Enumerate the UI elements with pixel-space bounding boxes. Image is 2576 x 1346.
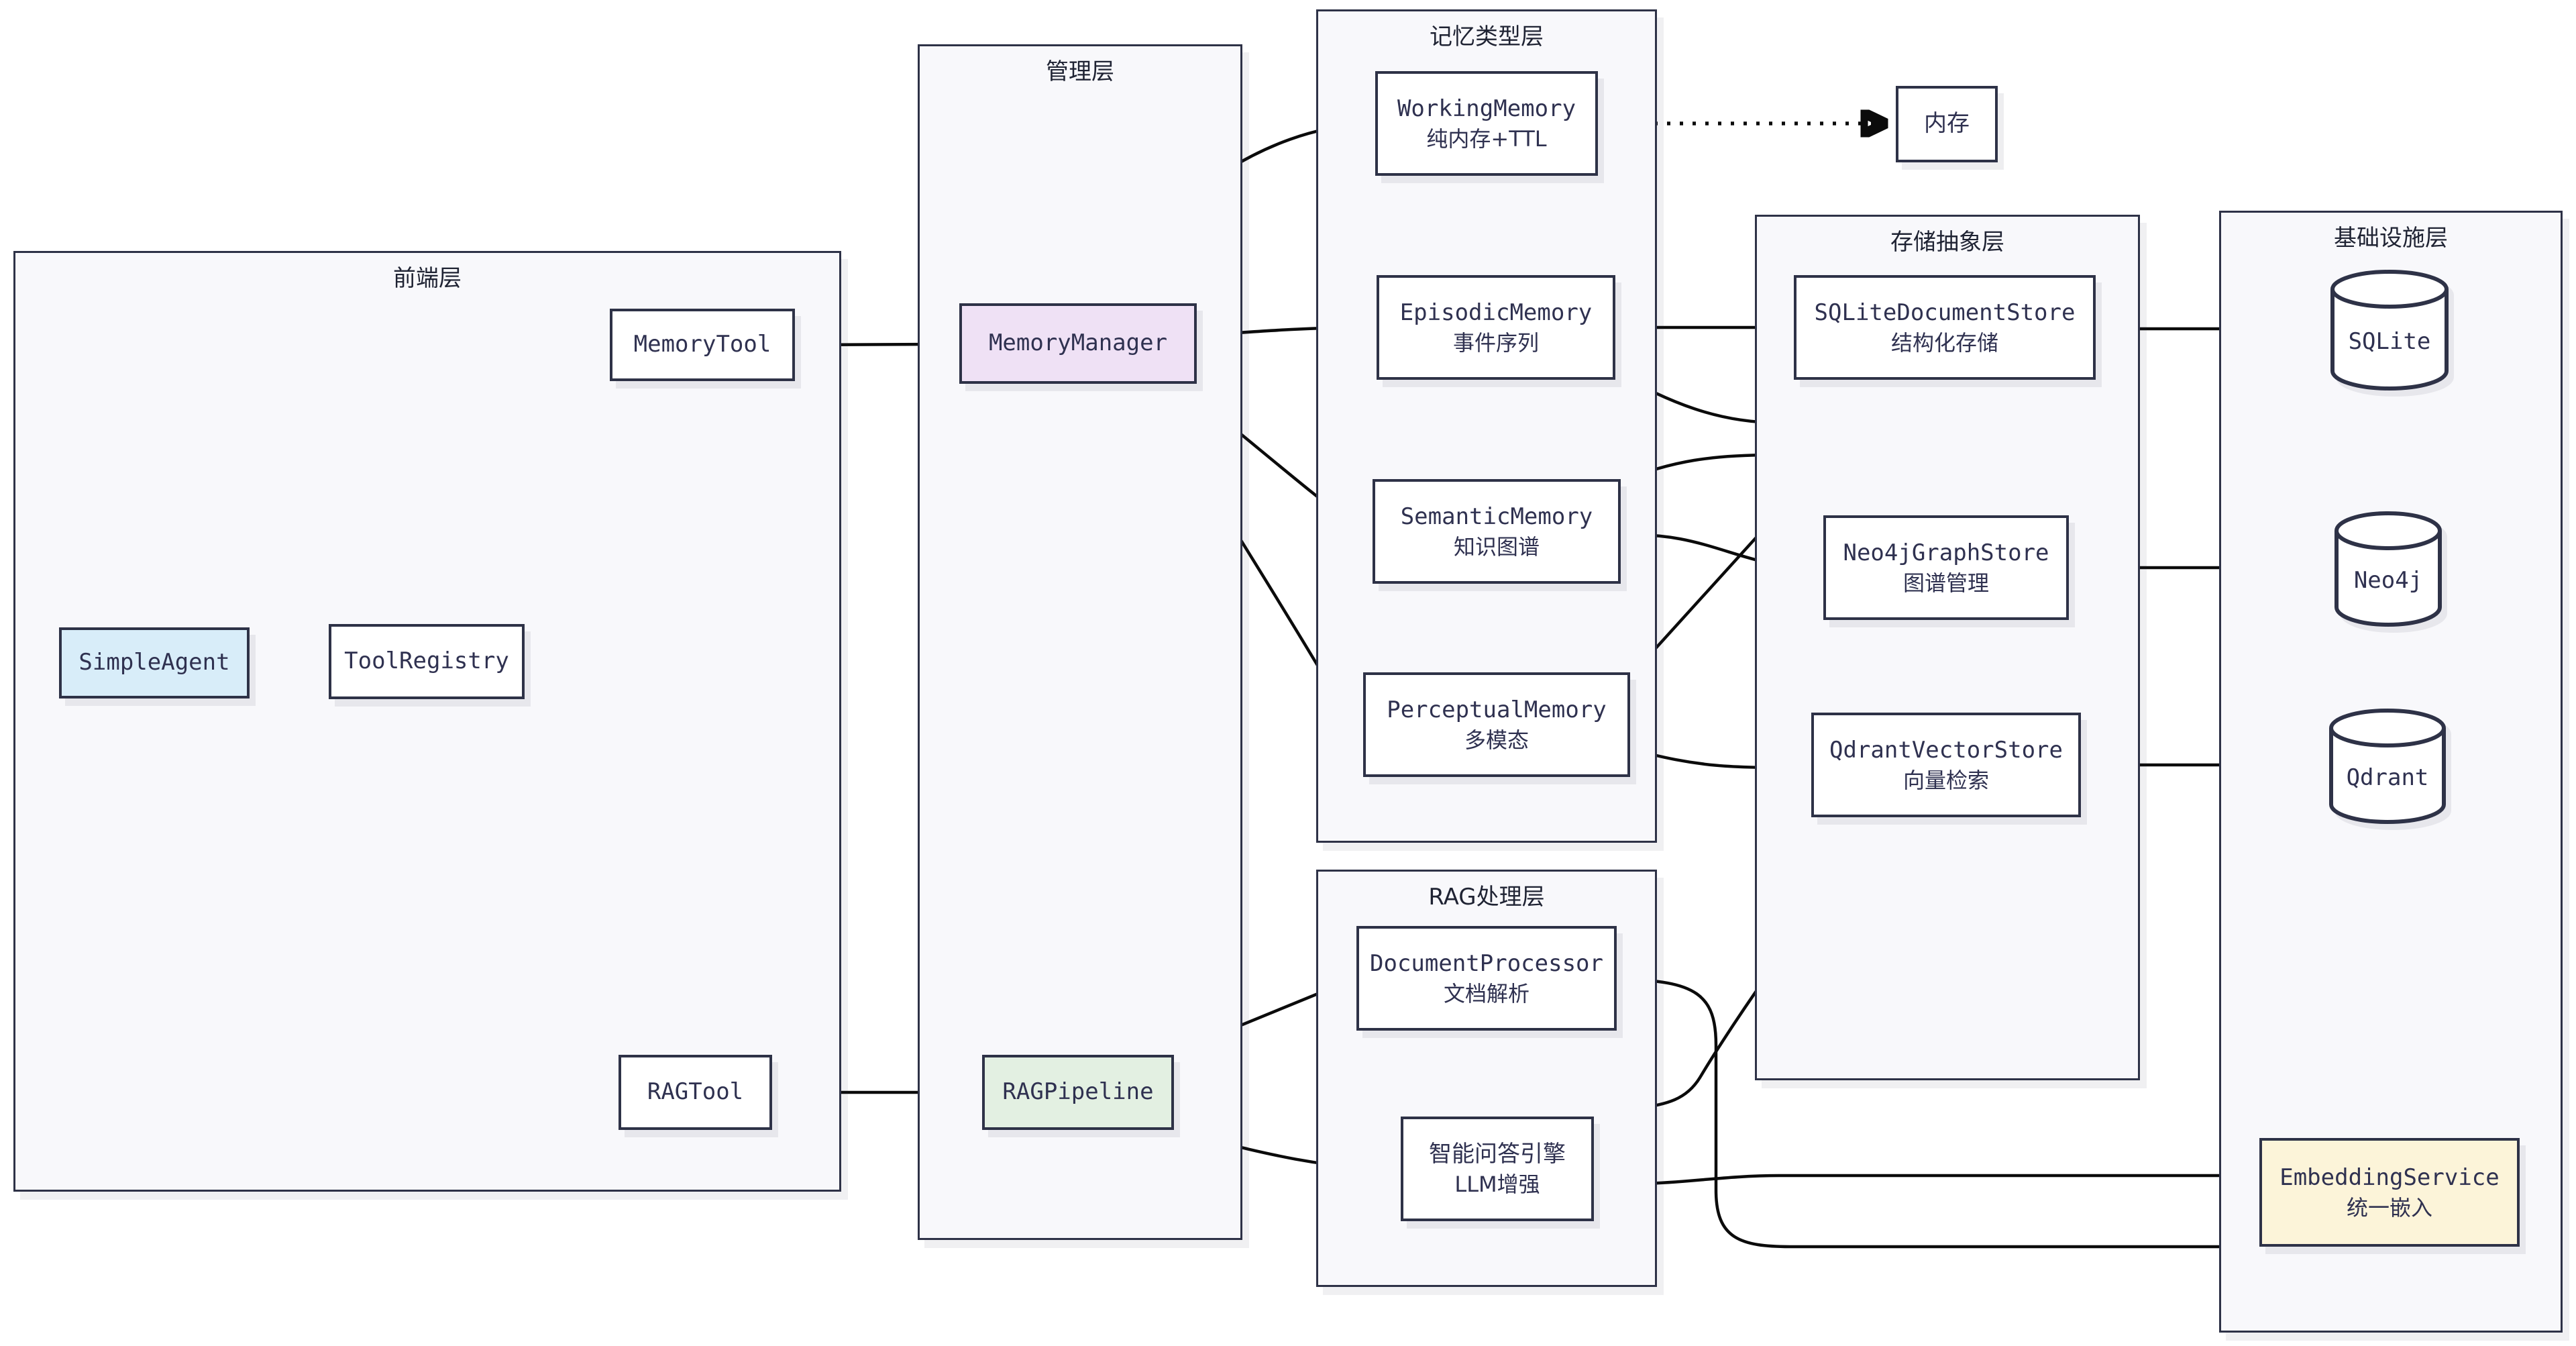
- node-subtitle-sqlitestore: 结构化存储: [1890, 330, 1998, 356]
- node-title-simpleagent: SimpleAgent: [78, 649, 230, 676]
- node-subtitle-docprocessor: 文档解析: [1443, 981, 1529, 1007]
- node-title-qdrant: Qdrant: [2346, 764, 2429, 791]
- node-subtitle-semanticmemory: 知识图谱: [1453, 534, 1540, 560]
- node-sqlite: SQLite: [2329, 268, 2450, 392]
- node-episodicmemory: EpisodicMemory 事件序列: [1377, 275, 1615, 380]
- node-perceptualmemory: PerceptualMemory 多模态: [1363, 672, 1630, 777]
- node-title-toolregistry: ToolRegistry: [344, 648, 509, 675]
- node-subtitle-qaengine: LLM增强: [1454, 1172, 1540, 1198]
- node-subtitle-workingmemory: 纯内存+TTL: [1426, 126, 1547, 152]
- node-qaengine: 智能问答引擎 LLM增强: [1401, 1117, 1594, 1221]
- layer-label-storage: 存储抽象层: [1890, 229, 2004, 256]
- node-title-docprocessor: DocumentProcessor: [1370, 949, 1603, 977]
- layer-label-ragproc: RAG处理层: [1428, 884, 1545, 911]
- database-cylinder-icon: [2330, 270, 2449, 391]
- node-subtitle-episodicmemory: 事件序列: [1452, 330, 1539, 356]
- layer-label-frontend: 前端层: [393, 265, 462, 292]
- node-title-workingmemory: WorkingMemory: [1397, 95, 1576, 122]
- node-toolregistry: ToolRegistry: [329, 624, 525, 699]
- node-title-ragtool: RAGTool: [647, 1078, 744, 1106]
- node-memorytool: MemoryTool: [610, 309, 795, 381]
- database-cylinder-icon: [2329, 709, 2446, 824]
- node-qdrant: Qdrant: [2328, 707, 2447, 825]
- node-neo4jstore: Neo4jGraphStore 图谱管理: [1823, 515, 2069, 620]
- node-ragtool: RAGTool: [619, 1055, 772, 1130]
- node-title-qdrantstore: QdrantVectorStore: [1829, 736, 2063, 764]
- node-neo4j: Neo4j: [2333, 510, 2443, 628]
- node-title-ragpipeline: RAGPipeline: [1002, 1078, 1154, 1106]
- layer-container-frontend: 前端层: [13, 251, 841, 1192]
- node-simpleagent: SimpleAgent: [59, 627, 250, 698]
- layer-container-management: 管理层: [918, 44, 1242, 1240]
- node-subtitle-neo4jstore: 图谱管理: [1902, 570, 1989, 597]
- node-embedding: EmbeddingService 统一嵌入: [2259, 1138, 2520, 1247]
- node-ragpipeline: RAGPipeline: [982, 1055, 1174, 1130]
- node-title-episodicmemory: EpisodicMemory: [1399, 299, 1593, 326]
- node-title-neo4jstore: Neo4jGraphStore: [1843, 539, 2049, 566]
- node-title-neo4j: Neo4j: [2353, 567, 2423, 594]
- node-title-qaengine: 智能问答引擎: [1429, 1140, 1566, 1168]
- node-title-memorytool: MemoryTool: [633, 331, 771, 358]
- node-title-memcache: 内存: [1924, 110, 1970, 138]
- node-workingmemory: WorkingMemory 纯内存+TTL: [1375, 71, 1598, 176]
- layer-label-memtypes: 记忆类型层: [1430, 23, 1544, 50]
- database-cylinder-icon: [2334, 511, 2442, 627]
- node-title-sqlite: SQLite: [2348, 328, 2431, 355]
- edge-qaengine-to-embedding: [1595, 1176, 2247, 1184]
- node-sqlitestore: SQLiteDocumentStore 结构化存储: [1794, 275, 2096, 380]
- layer-label-infra: 基础设施层: [2334, 225, 2448, 252]
- node-semanticmemory: SemanticMemory 知识图谱: [1373, 479, 1621, 584]
- node-title-semanticmemory: SemanticMemory: [1400, 503, 1593, 530]
- node-docprocessor: DocumentProcessor 文档解析: [1356, 926, 1617, 1031]
- node-subtitle-embedding: 统一嵌入: [2346, 1195, 2432, 1221]
- node-title-perceptualmemory: PerceptualMemory: [1387, 696, 1607, 723]
- node-title-memorymanager: MemoryManager: [988, 329, 1168, 357]
- layer-label-management: 管理层: [1046, 58, 1114, 85]
- node-memcache: 内存: [1896, 86, 1998, 162]
- node-title-sqlitestore: SQLiteDocumentStore: [1814, 299, 2076, 326]
- node-memorymanager: MemoryManager: [959, 303, 1197, 384]
- node-title-embedding: EmbeddingService: [2279, 1163, 2500, 1191]
- node-qdrantstore: QdrantVectorStore 向量检索: [1811, 713, 2081, 817]
- node-subtitle-perceptualmemory: 多模态: [1464, 727, 1529, 754]
- node-subtitle-qdrantstore: 向量检索: [1902, 768, 1989, 794]
